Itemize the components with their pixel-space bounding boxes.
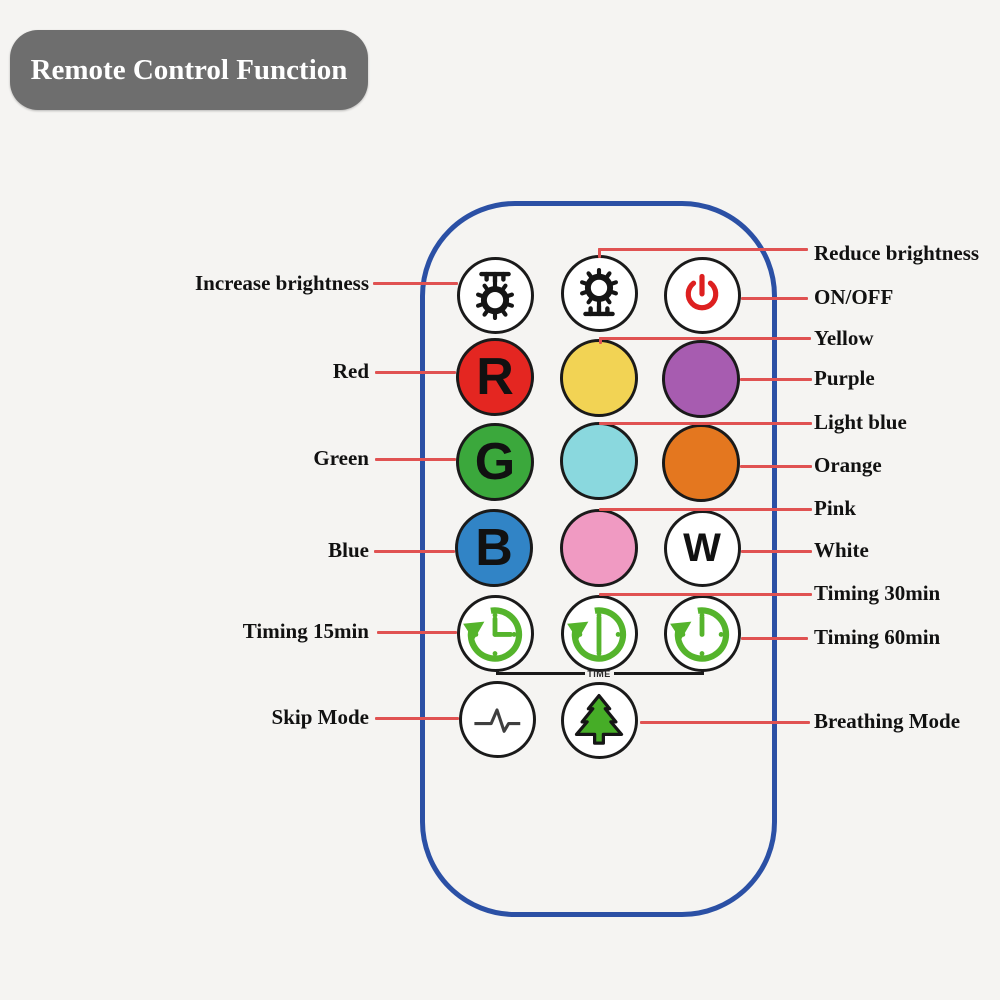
orange-button[interactable] — [662, 424, 740, 502]
label-light-blue: Light blue — [814, 410, 907, 434]
label-increase-brightness: Increase brightness — [194, 271, 369, 295]
leader-line — [374, 550, 455, 553]
timer-60-button[interactable] — [663, 594, 741, 672]
leader-line — [741, 550, 812, 553]
power-button[interactable] — [663, 256, 741, 334]
purple-button[interactable] — [662, 340, 740, 418]
button-letter: G — [474, 433, 516, 491]
pink-button[interactable] — [560, 509, 638, 587]
brightness-increase-icon — [464, 264, 526, 326]
leader-line — [375, 458, 456, 461]
label-purple: Purple — [814, 366, 875, 390]
leader-line — [599, 593, 812, 596]
time-label: TIME — [587, 669, 611, 679]
leader-line — [373, 282, 458, 285]
button-letter: W — [683, 526, 721, 570]
green-button[interactable]: G — [456, 423, 534, 501]
timer-15-button[interactable] — [456, 594, 534, 672]
label-breathing-mode: Breathing Mode — [814, 709, 961, 733]
clock-30-icon — [565, 599, 633, 667]
leader-line — [741, 637, 808, 640]
leader-line — [740, 378, 812, 381]
leader-line — [599, 508, 812, 511]
label-white: White — [814, 538, 869, 562]
light-blue-button[interactable] — [560, 422, 638, 500]
leader-line — [599, 337, 602, 344]
brightness-up-button[interactable] — [456, 256, 534, 334]
leader-line — [598, 248, 601, 258]
leader-line — [375, 371, 456, 374]
skip-mode-button[interactable] — [458, 680, 536, 758]
leader-line — [377, 631, 457, 634]
label-reduce-brightness: Reduce brightness — [814, 241, 980, 265]
white-button[interactable]: W — [663, 509, 741, 587]
label-skip-mode: Skip Mode — [271, 705, 369, 729]
label-orange: Orange — [814, 453, 882, 477]
label-pink: Pink — [814, 496, 857, 520]
clock-60-icon — [668, 599, 736, 667]
leader-line — [741, 297, 808, 300]
breathing-mode-button[interactable] — [560, 681, 638, 759]
yellow-button[interactable] — [560, 339, 638, 417]
button-letter: B — [475, 519, 513, 577]
label-timing-30min: Timing 30min — [814, 581, 941, 605]
title-banner: Remote Control Function — [10, 30, 368, 110]
brightness-down-button[interactable] — [560, 254, 638, 332]
leader-line — [598, 248, 808, 251]
tree-icon — [569, 690, 629, 750]
remote-outline — [420, 201, 777, 917]
timer-30-button[interactable] — [560, 594, 638, 672]
leader-line — [375, 717, 459, 720]
power-icon — [675, 268, 729, 322]
leader-line — [640, 721, 810, 724]
label-blue: Blue — [328, 538, 369, 562]
label-timing-60min: Timing 60min — [814, 625, 941, 649]
bracket-line — [496, 672, 585, 675]
leader-line — [599, 337, 811, 340]
label-yellow: Yellow — [814, 326, 874, 350]
blue-button[interactable]: B — [455, 509, 533, 587]
label-on-off: ON/OFF — [814, 285, 894, 309]
red-button[interactable]: R — [456, 338, 534, 416]
clock-15-icon — [461, 599, 529, 667]
pulse-icon — [466, 688, 528, 750]
brightness-decrease-icon — [568, 262, 630, 324]
button-letter: R — [476, 348, 514, 406]
label-green: Green — [313, 446, 369, 470]
bracket-line — [614, 672, 703, 675]
leader-line — [740, 465, 812, 468]
label-red: Red — [332, 359, 369, 383]
leader-line — [599, 422, 812, 425]
label-timing-15min: Timing 15min — [242, 619, 369, 643]
